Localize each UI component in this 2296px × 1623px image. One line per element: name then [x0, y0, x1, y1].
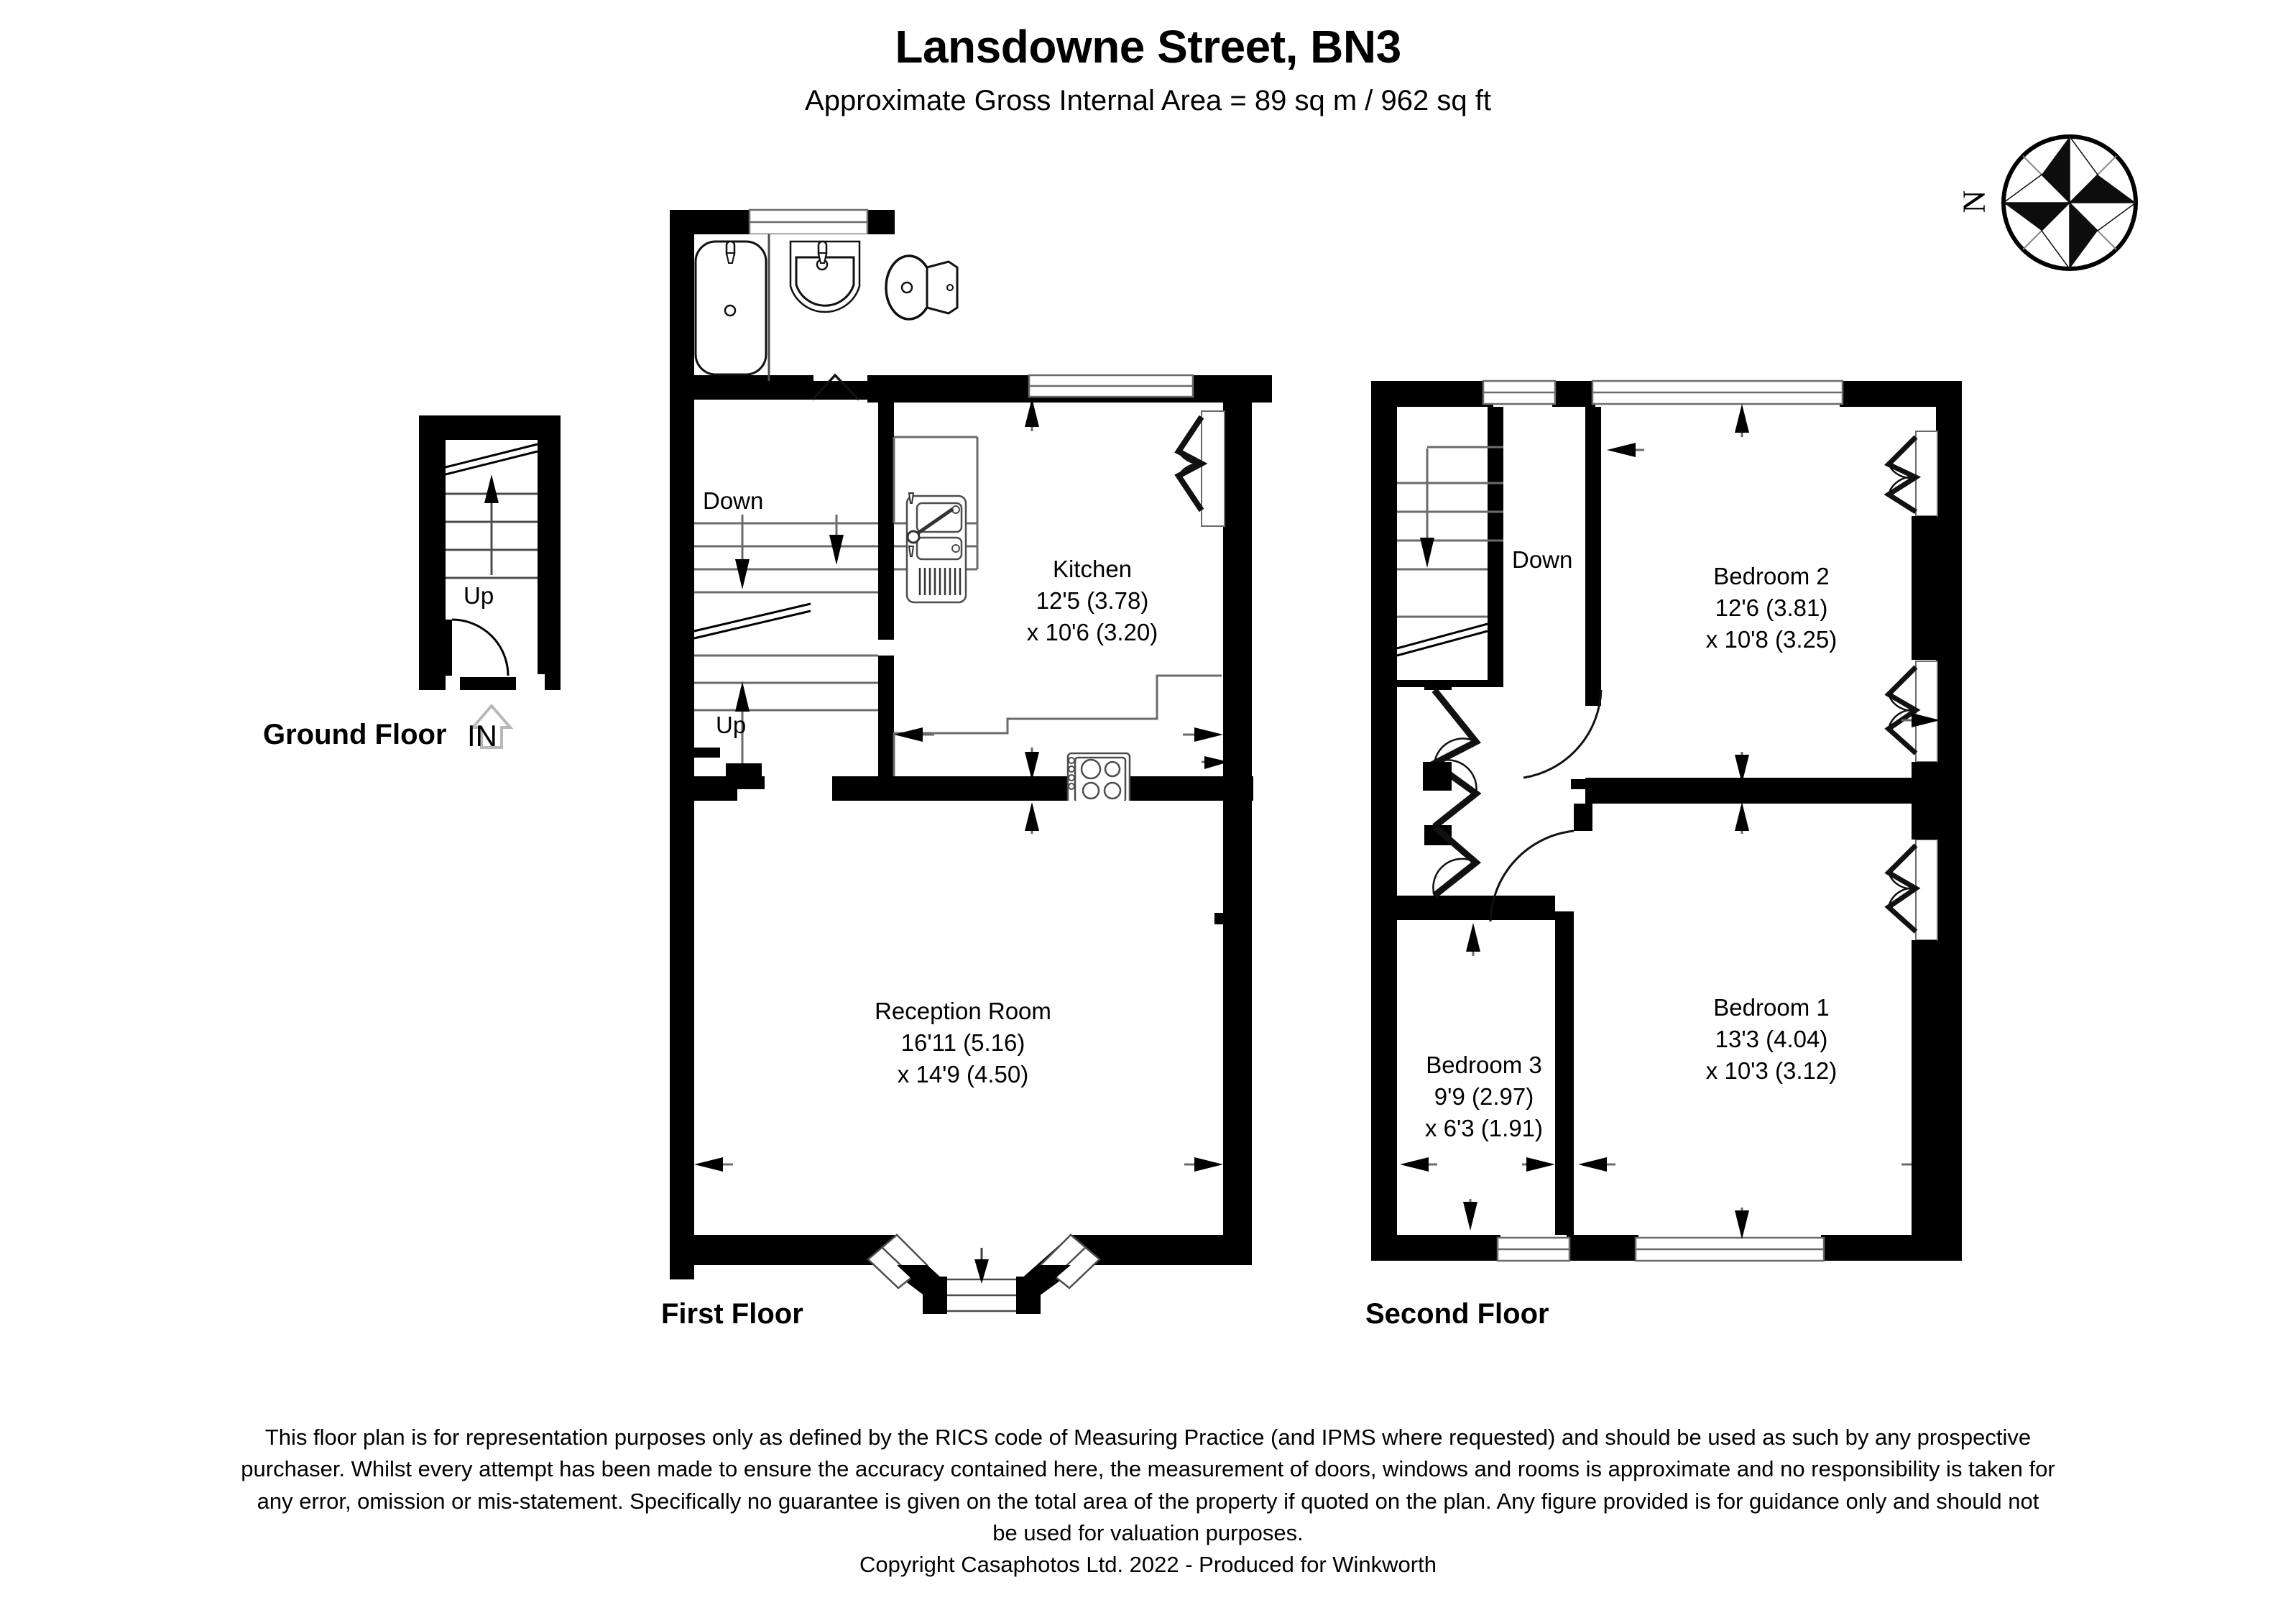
room-label-bedroom-3: Bedroom 3 9'9 (2.97) x 6'3 (1.91) — [1394, 1049, 1574, 1144]
room-name: Bedroom 3 — [1426, 1052, 1542, 1078]
window-kitchen-top — [1028, 374, 1194, 398]
floor-label-ground: Ground Floor — [263, 719, 447, 750]
room-dimension-2: x 6'3 (1.91) — [1424, 1114, 1544, 1141]
room-label-reception-room: Reception Room 16'11 (5.16) x 14'9 (4.50… — [855, 996, 1071, 1090]
second-floor-plan — [1371, 380, 1962, 1262]
window-second-bottom-right — [1634, 1236, 1825, 1262]
room-dimension-1: 12'5 (3.78) — [1036, 587, 1149, 614]
bathtub-icon — [694, 240, 767, 376]
room-dimension-2: x 10'3 (3.12) — [1705, 1057, 1838, 1084]
toilet-icon — [885, 254, 959, 321]
entry-arrow-icon — [469, 703, 514, 749]
first-floor-plan — [670, 208, 1272, 1314]
room-name: Bedroom 1 — [1713, 994, 1830, 1021]
bay-window-reception — [694, 1233, 1252, 1314]
room-name: Reception Room — [875, 998, 1051, 1024]
compass-rose-icon — [2001, 134, 2138, 271]
floor-label-first: First Floor — [661, 1298, 803, 1330]
staircase-first — [693, 403, 878, 776]
hob-icon — [1066, 752, 1131, 808]
disclaimer-line-2: purchaser. Whilst every attempt has been… — [241, 1456, 2055, 1482]
dimension-arrows-first — [694, 398, 1229, 1172]
room-name: Bedroom 2 — [1713, 563, 1830, 589]
room-label-bedroom-1: Bedroom 1 13'3 (4.04) x 10'3 (3.12) — [1674, 992, 1868, 1087]
room-name: Kitchen — [1052, 556, 1133, 582]
window-second-top-left — [1482, 380, 1557, 405]
kitchen-counter — [893, 674, 1222, 776]
window-second-top-right — [1591, 380, 1844, 405]
bifold-door-landing-upper — [1423, 680, 1482, 898]
room-dimension-2: x 14'9 (4.50) — [897, 1060, 1029, 1088]
kitchen-sink-icon — [905, 492, 967, 604]
staircase-ground — [445, 440, 538, 677]
room-dimension-1: 9'9 (2.97) — [1434, 1082, 1534, 1110]
window-bathroom — [748, 208, 869, 236]
stair-label-up-ground: Up — [464, 582, 494, 609]
room-label-kitchen: Kitchen 12'5 (3.78) x 10'6 (3.20) — [995, 553, 1189, 648]
compass-north-label: N — [1956, 190, 1992, 213]
door-kitchen-hall — [694, 748, 762, 789]
entry-label-in: IN — [467, 719, 497, 753]
window-bedroom2-right-upper — [1884, 431, 1938, 517]
floor-label-second: Second Floor — [1365, 1298, 1549, 1330]
staircase-second — [1396, 407, 1585, 680]
room-dimension-1: 13'3 (4.04) — [1715, 1025, 1828, 1052]
disclaimer-line-4: be used for valuation purposes. — [992, 1519, 1304, 1545]
entrance-door-ground — [446, 618, 510, 676]
room-dimension-1: 16'11 (5.16) — [900, 1029, 1025, 1056]
disclaimer-line-3: any error, omission or mis-statement. Sp… — [257, 1488, 2039, 1514]
page-subtitle: Approximate Gross Internal Area = 89 sq … — [805, 85, 1491, 116]
bathroom-door — [811, 373, 860, 401]
room-dimension-1: 12'6 (3.81) — [1715, 594, 1828, 621]
disclaimer-block: This floor plan is for representation pu… — [0, 1422, 2296, 1581]
room-dimension-2: x 10'8 (3.25) — [1705, 625, 1838, 653]
stair-label-up-first: Up — [716, 712, 747, 738]
bifold-door-kitchen-right — [1174, 410, 1225, 527]
stair-label-down-second: Down — [1512, 546, 1573, 573]
disclaimer-line-1: This floor plan is for representation pu… — [264, 1425, 2032, 1450]
stair-label-down-first: Down — [703, 487, 764, 514]
dimension-arrows-second — [1400, 404, 1940, 1239]
door-bedroom2 — [1523, 680, 1603, 779]
copyright-line: Copyright Casaphotos Ltd. 2022 - Produce… — [859, 1552, 1437, 1578]
ground-floor-plan — [419, 415, 561, 749]
room-label-bedroom-2: Bedroom 2 12'6 (3.81) x 10'8 (3.25) — [1674, 561, 1868, 656]
wash-basin-icon — [789, 240, 861, 313]
room-dimension-2: x 10'6 (3.20) — [1026, 618, 1158, 645]
page-title: Lansdowne Street, BN3 — [895, 21, 1401, 73]
window-second-bottom-left — [1496, 1236, 1571, 1262]
door-bedroom1 — [1489, 804, 1592, 922]
